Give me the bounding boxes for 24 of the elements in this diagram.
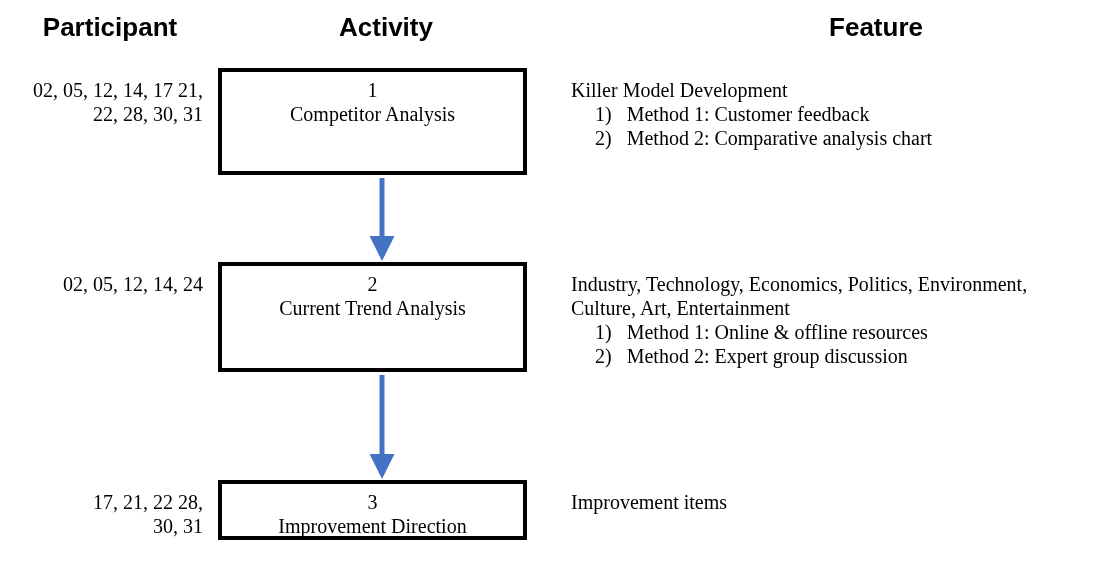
feature-text: Improvement items: [571, 490, 729, 514]
feature-text: Industry, Technology, Economics, Politics, Environment, Culture, Art, Entertainment: [571, 272, 1029, 320]
step-number: 1: [367, 78, 378, 102]
list-item: 1) Method 1: Online & offline resources: [594, 320, 929, 344]
column-heading: Participant: [42, 12, 178, 43]
step-number: 3: [367, 490, 378, 514]
column-heading: Activity: [339, 12, 433, 43]
feature-text: Killer Model Development: [571, 78, 789, 102]
list-item: 2) Method 2: Expert group discussion: [594, 344, 909, 368]
arrow: [369, 375, 395, 479]
process-box: [218, 68, 527, 175]
participant-ids: 02, 05, 12, 14, 17 21, 22, 28, 30, 31: [32, 78, 203, 126]
process-box: [218, 262, 527, 372]
column-heading: Feature: [829, 12, 923, 43]
step-number: 2: [367, 272, 378, 296]
process-box: [218, 480, 527, 540]
activity-title: Competitor Analysis: [290, 102, 455, 126]
participant-ids: 17, 21, 22 28, 30, 31: [93, 490, 203, 538]
arrow: [369, 178, 395, 261]
participant-ids: 02, 05, 12, 14, 24: [62, 272, 203, 296]
list-item: 2) Method 2: Comparative analysis chart: [594, 126, 934, 150]
list-item: 1) Method 1: Customer feedback: [594, 102, 871, 126]
activity-title: Improvement Direction: [278, 514, 467, 538]
activity-title: Current Trend Analysis: [279, 296, 466, 320]
